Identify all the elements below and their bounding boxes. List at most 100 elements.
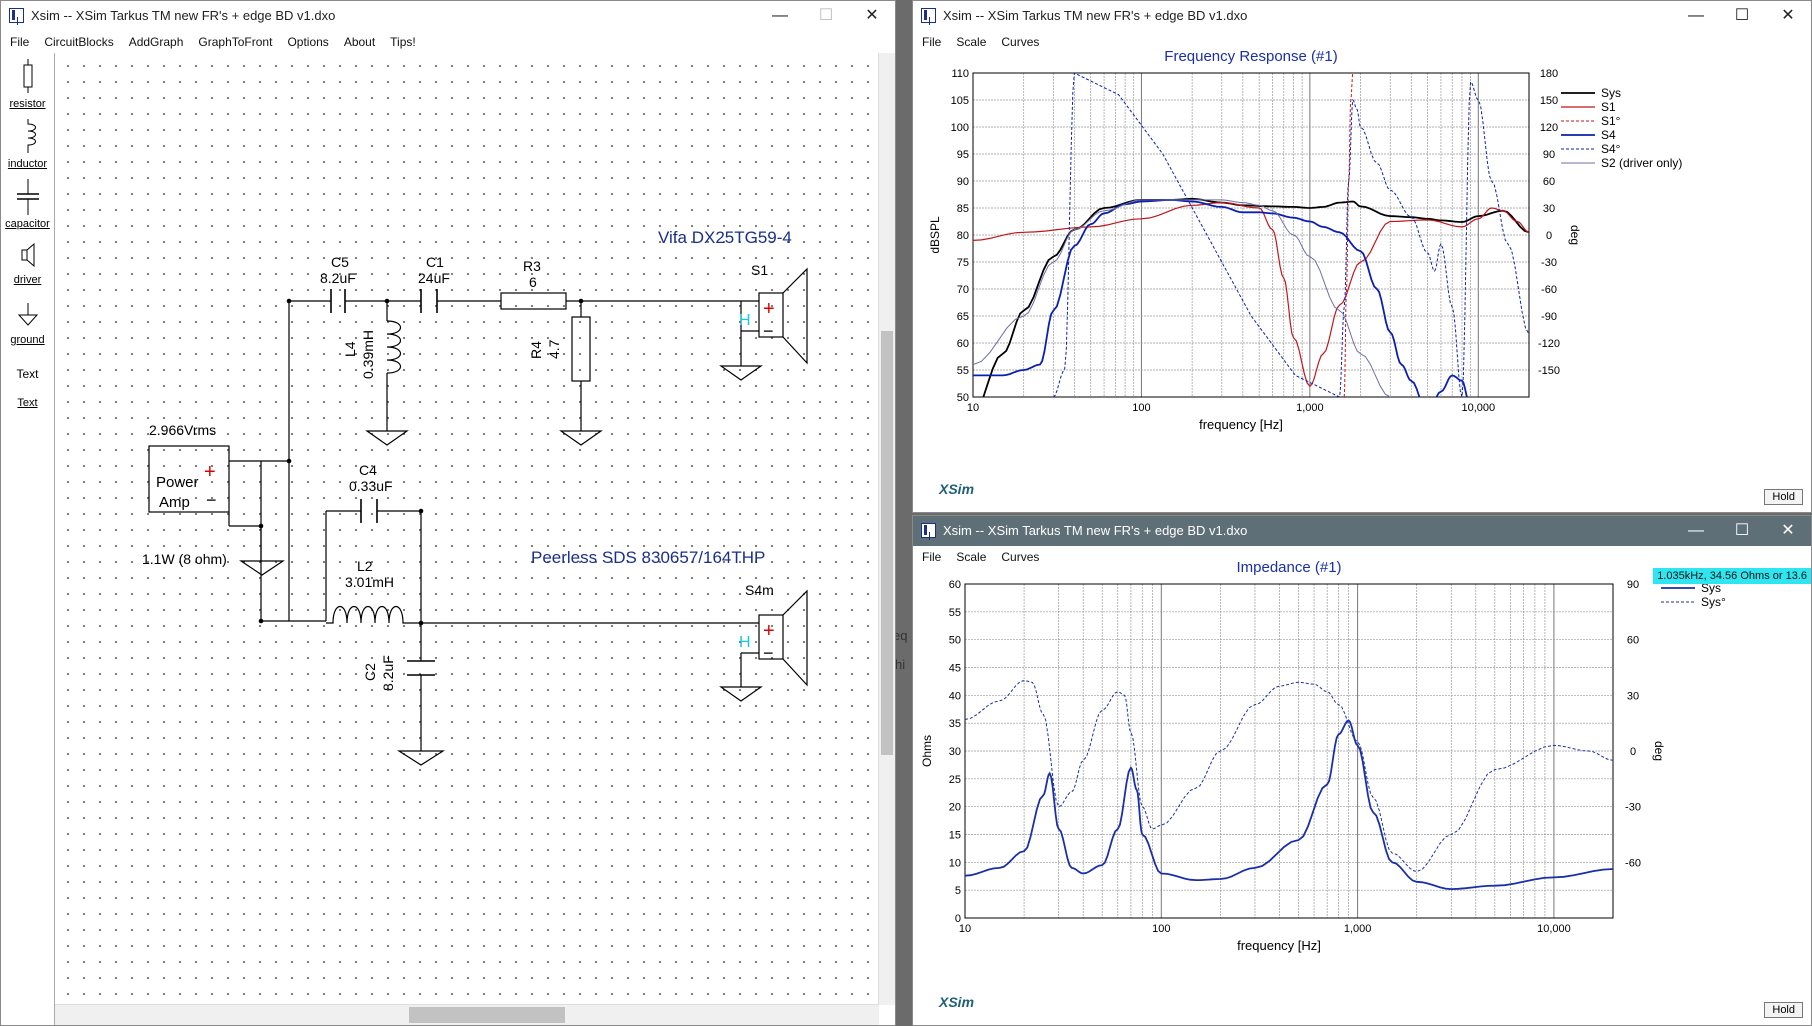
background-text-eq: eq (893, 628, 908, 643)
s1-minus: − (763, 321, 774, 341)
y-tick-label: 40 (949, 690, 961, 702)
s4m-h-mark: H (739, 634, 751, 651)
close-button[interactable]: ✕ (1781, 522, 1795, 539)
menu-curves[interactable]: Curves (1001, 35, 1040, 49)
schematic-menubar: File CircuitBlocks AddGraph GraphToFront Opt… (1, 31, 895, 53)
menu-addgraph[interactable]: AddGraph (128, 35, 184, 49)
y-axis-label: dBSPL (928, 216, 942, 254)
hscroll-thumb[interactable] (409, 1007, 565, 1023)
menu-scale[interactable]: Scale (956, 550, 987, 564)
series-s1 (973, 201, 1529, 388)
y2-tick-label: -150 (1538, 365, 1560, 377)
y2-tick-label: 90 (1627, 579, 1639, 591)
chart-title: Impedance (#1) (1236, 559, 1341, 576)
inductor-icon (27, 119, 36, 153)
series-sys (965, 719, 1613, 891)
y-tick-label: 100 (951, 122, 969, 134)
imp-menubar: File Scale Curves (913, 546, 1811, 568)
imp-titlebar[interactable]: Xsim -- XSim Tarkus TM new FR's + edge B… (913, 516, 1811, 546)
maximize-button[interactable]: ☐ (1734, 522, 1750, 539)
y2-tick-label: -90 (1541, 311, 1557, 323)
menu-graphtofront[interactable]: GraphToFront (198, 35, 273, 49)
legend-entry: S2 (driver only) (1601, 156, 1682, 170)
s4m-plus: + (763, 620, 775, 642)
tool-text[interactable]: Text (16, 367, 39, 381)
menu-options[interactable]: Options (287, 35, 329, 49)
inductor-l4 (386, 320, 402, 374)
menu-file[interactable]: File (10, 35, 30, 49)
xsim-brand: XSim (939, 994, 975, 1010)
hold-button[interactable]: Hold (1764, 489, 1803, 505)
tool-text-link[interactable]: Text (1, 397, 54, 409)
y2-tick-label: 120 (1540, 122, 1558, 134)
menu-curves[interactable]: Curves (1001, 550, 1040, 564)
schematic-canvas[interactable]: Vifa DX25TG59-4 S1 Peerless SDS 830657/1… (55, 53, 879, 1005)
horizontal-scrollbar[interactable] (55, 1004, 879, 1025)
tool-ground[interactable]: ground (1, 301, 54, 346)
y-tick-label: 50 (957, 392, 969, 404)
tool-capacitor[interactable]: capacitor (1, 179, 54, 230)
c2-ref: C2 (362, 663, 378, 681)
close-button[interactable]: ✕ (1781, 7, 1795, 24)
tool-label-inductor: inductor (7, 158, 48, 170)
tool-label-text: Text (17, 397, 38, 409)
y-tick-label: 25 (949, 774, 961, 786)
tool-label-ground: ground (10, 334, 45, 346)
series-s4- (1053, 73, 1529, 397)
c5-value: 8.2uF (320, 270, 356, 286)
minimize-button[interactable]: — (772, 7, 788, 24)
legend-entry: S4 (1601, 128, 1616, 142)
hold-button[interactable]: Hold (1764, 1002, 1803, 1018)
impedance-window: Xsim -- XSim Tarkus TM new FR's + edge B… (912, 515, 1812, 1026)
tool-inductor[interactable]: inductor (1, 119, 54, 170)
r4-value: 4.7 (546, 339, 562, 359)
vertical-scrollbar[interactable] (878, 53, 895, 1005)
y-tick-label: 60 (949, 579, 961, 591)
amp-power: 1.1W (8 ohm) (142, 551, 227, 567)
s1-h-mark: H (739, 312, 751, 329)
window-title: Xsim -- XSim Tarkus TM new FR's + edge B… (943, 8, 1248, 23)
minimize-button[interactable]: — (1688, 522, 1704, 539)
driver1-id: S1 (751, 262, 768, 278)
x-tick-label: 10,000 (1537, 923, 1571, 935)
amp-label-power: Power (156, 474, 199, 491)
menu-scale[interactable]: Scale (956, 35, 987, 49)
legend-entry: Sys° (1701, 595, 1726, 609)
schematic-titlebar[interactable]: Xsim -- XSim Tarkus TM new FR's + edge B… (1, 1, 895, 31)
menu-about[interactable]: About (343, 35, 376, 49)
tool-driver[interactable]: driver (1, 241, 54, 286)
minimize-button[interactable]: — (1688, 7, 1704, 24)
x-tick-label: 100 (1132, 402, 1150, 414)
x-tick-label: 1,000 (1344, 923, 1372, 935)
c4-value: 0.33uF (349, 478, 393, 494)
tool-resistor[interactable]: resistor (1, 59, 54, 110)
y-tick-label: 45 (949, 663, 961, 675)
component-toolbox: resistor inductor capacitor driver groun… (1, 53, 55, 1025)
y-tick-label: 65 (957, 311, 969, 323)
menu-tips[interactable]: Tips! (390, 35, 416, 49)
menu-circuitblocks[interactable]: CircuitBlocks (44, 35, 114, 49)
x-tick-label: 10 (959, 923, 971, 935)
y-tick-label: 55 (949, 607, 961, 619)
maximize-button[interactable]: ☐ (818, 7, 834, 24)
y-tick-label: 50 (949, 635, 961, 647)
y2-tick-label: 0 (1546, 230, 1552, 242)
frequency-response-window: Xsim -- XSim Tarkus TM new FR's + edge B… (912, 0, 1812, 513)
y2-tick-label: -30 (1541, 257, 1557, 269)
y-tick-label: 15 (949, 830, 961, 842)
xsim-brand: XSim (939, 481, 975, 497)
driver-s1-cone (782, 267, 808, 365)
y2-tick-label: 60 (1543, 176, 1555, 188)
menu-file[interactable]: File (922, 550, 942, 564)
capacitor-icon (16, 179, 39, 215)
vscroll-thumb[interactable] (881, 331, 893, 755)
maximize-button[interactable]: ☐ (1734, 7, 1750, 24)
freq-titlebar[interactable]: Xsim -- XSim Tarkus TM new FR's + edge B… (913, 1, 1811, 31)
y-tick-label: 0 (955, 913, 961, 925)
menu-file[interactable]: File (922, 35, 942, 49)
driver2-id: S4m (745, 582, 774, 598)
frequency-response-chart[interactable]: 50556065707580859095100105110-150-120-90… (913, 48, 1811, 511)
amp-voltage: 2.966Vrms (149, 422, 216, 438)
close-button[interactable]: ✕ (865, 7, 879, 24)
